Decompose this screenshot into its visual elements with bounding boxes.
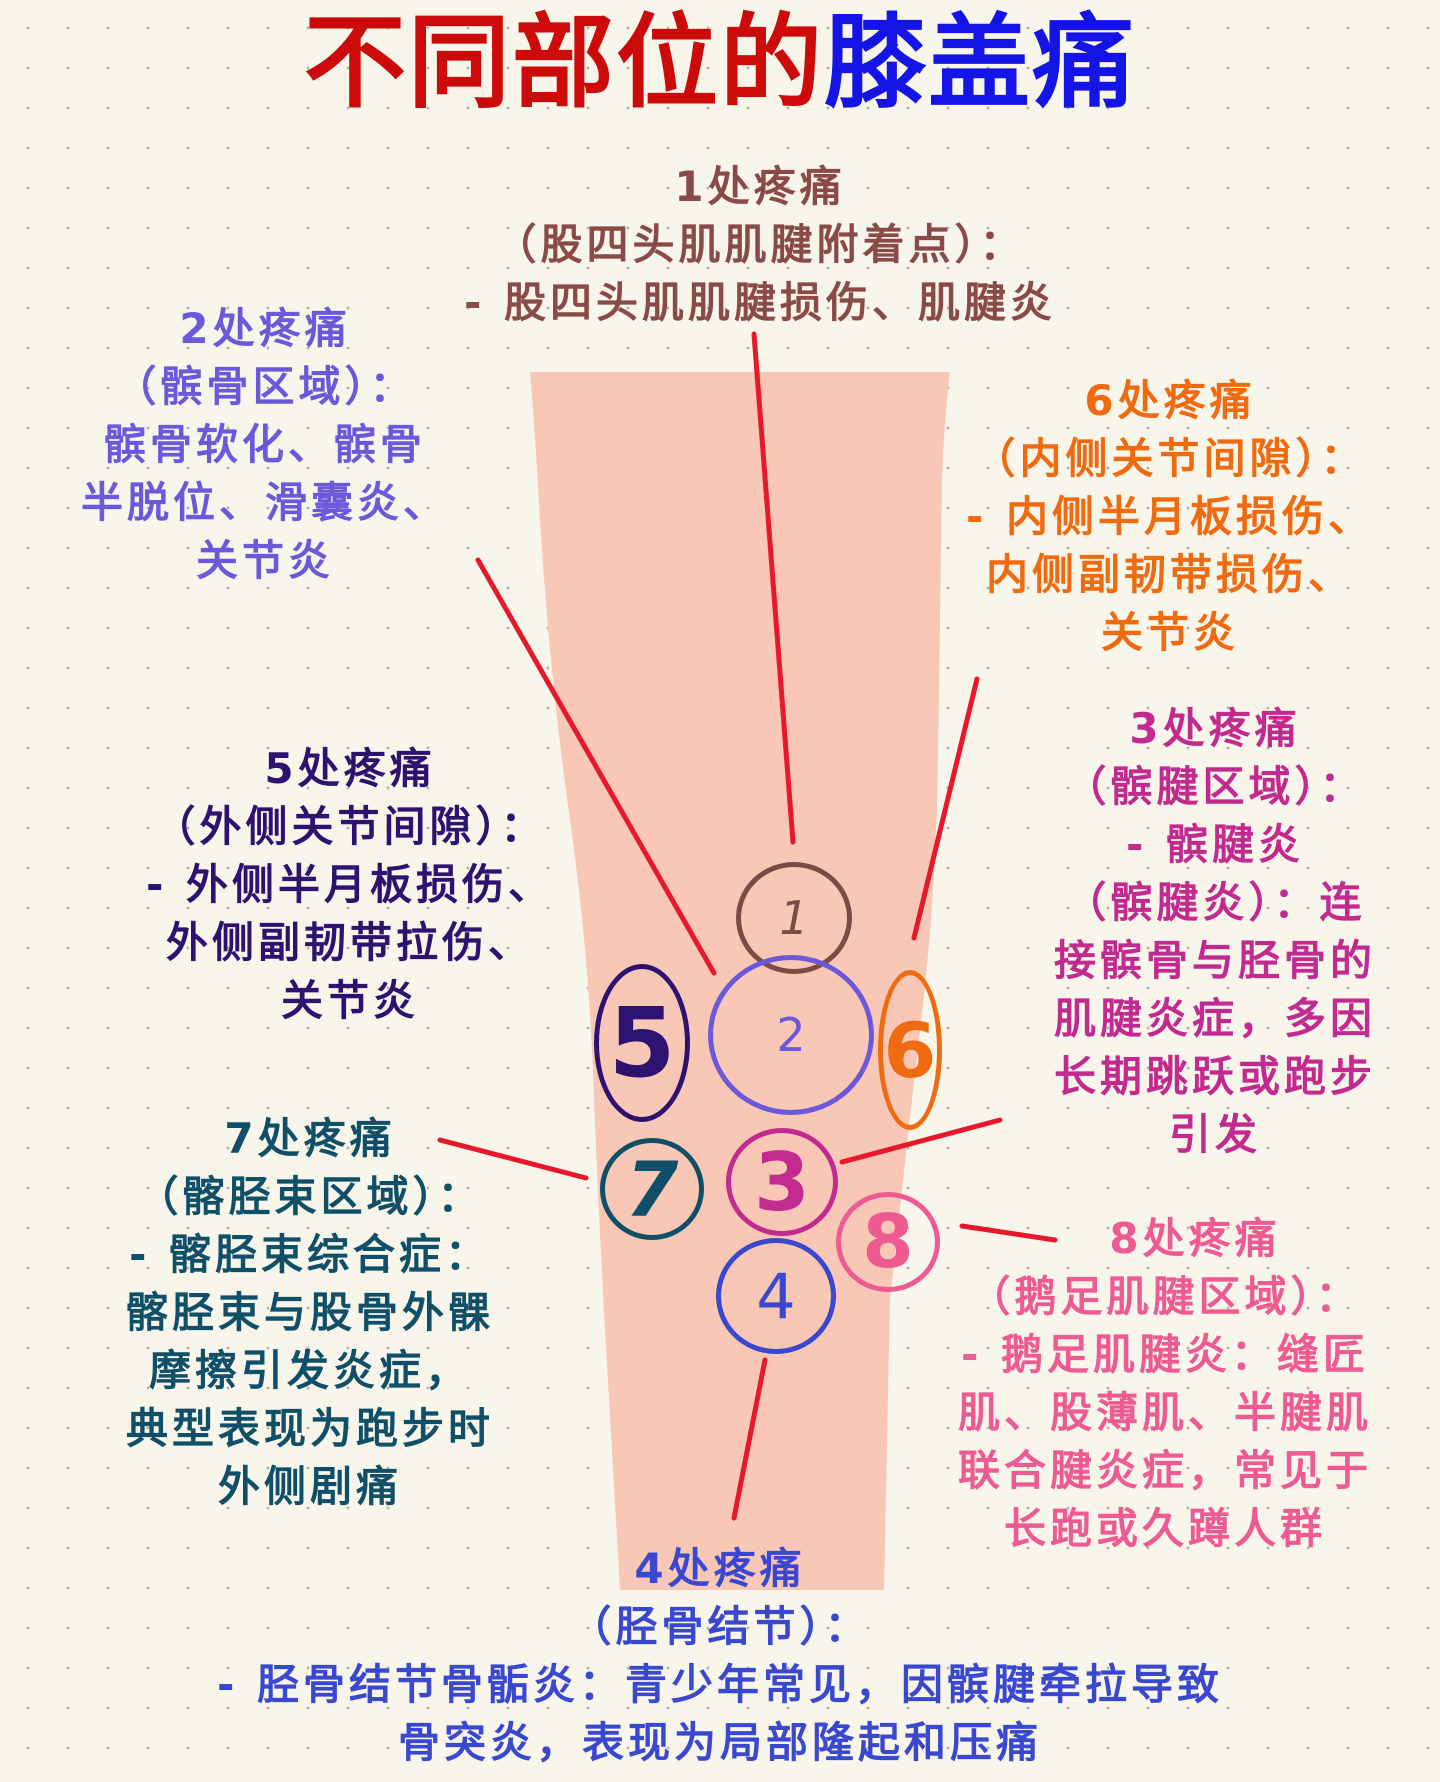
callout-6: 6处疼痛 （内侧关节间隙）： - 内侧半月板损伤、 内侧副韧带损伤、 关节炎 [930,372,1410,662]
callout-5-heading: 5处疼痛 [264,744,436,793]
pointer-line-8 [959,1223,1058,1243]
callout-3-line: - 髌腱炎 [1125,820,1305,869]
callout-6-line: - 内侧半月板损伤、 [965,492,1375,541]
callout-1-line: （股四头肌肌腱附着点）： [494,220,1026,269]
callout-1-line: - 股四头肌肌腱损伤、肌腱炎 [463,278,1057,327]
marker-8[interactable]: 8 [836,1192,940,1292]
marker-1-label: 1 [779,891,809,945]
callout-4-line: - 胫骨结节骨骺炎：青少年常见，因髌腱牵拉导致 [216,1660,1224,1709]
pointer-line-6 [911,676,980,941]
title-part-blue: 膝盖痛 [824,4,1136,123]
marker-7-label: 7 [625,1144,679,1234]
callout-7-line: 典型表现为跑步时 [125,1404,494,1453]
callout-2-line: 髌骨软化、髌骨 [103,420,426,469]
callout-2-line: （髌骨区域）： [114,362,416,411]
callout-3-line: 接髌骨与胫骨的 [1053,936,1376,985]
callout-8-line: - 鹅足肌腱炎：缝匠 [960,1330,1370,1379]
callout-2-line: 半脱位、滑囊炎、 [80,478,449,527]
callout-3-line: 引发 [1168,1110,1261,1159]
callout-8-line: 长跑或久蹲人群 [1003,1504,1326,1553]
pointer-line-2 [475,557,717,976]
marker-8-label: 8 [862,1199,914,1285]
callout-3-line: 长期跳跃或跑步 [1053,1052,1376,1101]
marker-3-label: 3 [754,1135,810,1229]
callout-4-line: 骨突炎，表现为局部隆起和压痛 [397,1718,1042,1767]
callout-4-line: （胫骨结节）： [569,1602,871,1651]
pointer-line-1 [751,331,796,845]
callout-2: 2处疼痛 （髌骨区域）： 髌骨软化、髌骨 半脱位、滑囊炎、 关节炎 [30,300,500,590]
callout-3-line: 肌腱炎症，多因 [1053,994,1376,1043]
marker-6[interactable]: 6 [878,970,942,1130]
callout-1-heading: 1处疼痛 [674,162,846,211]
callout-8-line: （鹅足肌腱区域）： [968,1272,1362,1321]
callout-3-line: （髌腱区域）： [1064,762,1366,811]
callout-3: 3处疼痛 （髌腱区域）： - 髌腱炎 （髌腱炎）：连 接髌骨与胫骨的 肌腱炎症，… [995,700,1435,1164]
marker-4[interactable]: 4 [716,1238,836,1354]
marker-5-label: 5 [608,987,676,1099]
pointer-line-3 [839,1117,1003,1165]
callout-4-heading: 4处疼痛 [634,1544,806,1593]
marker-3[interactable]: 3 [726,1128,838,1236]
callout-2-heading: 2处疼痛 [179,304,351,353]
callout-6-line: 内侧副韧带损伤、 [985,550,1354,599]
callout-4: 4处疼痛 （胫骨结节）： - 胫骨结节骨骺炎：青少年常见，因髌腱牵拉导致 骨突炎… [80,1540,1360,1772]
callout-7-line: （髂胫束区域）： [136,1172,484,1221]
callout-5: 5处疼痛 （外侧关节间隙）： - 外侧半月板损伤、 外侧副韧带拉伤、 关节炎 [90,740,610,1030]
page-title: 不同部位的膝盖痛 [0,4,1440,124]
callout-5-line: 关节炎 [280,976,419,1025]
callout-8-line: 联合腱炎症，常见于 [957,1446,1372,1495]
callout-7-line: 摩擦引发炎症， [148,1346,471,1395]
title-part-red: 不同部位的 [304,4,824,123]
callout-2-line: 关节炎 [195,536,334,585]
callout-8-line: 肌、股薄肌、半腱肌 [957,1388,1372,1437]
callout-7-heading: 7处疼痛 [224,1114,396,1163]
callout-3-heading: 3处疼痛 [1129,704,1301,753]
callout-1: 1处疼痛 （股四头肌肌腱附着点）： - 股四头肌肌腱损伤、肌腱炎 [380,158,1140,332]
marker-6-label: 6 [883,1005,937,1095]
marker-4-label: 4 [756,1259,796,1333]
callout-7-line: 髂胫束与股骨外髁 [125,1288,494,1337]
callout-5-line: （外侧关节间隙）： [153,802,547,851]
callout-5-line: - 外侧半月板损伤、 [145,860,555,909]
pointer-line-7 [437,1137,589,1181]
marker-2-label: 2 [776,1008,806,1062]
pointer-line-4 [731,1357,768,1521]
callout-3-line: （髌腱炎）：连 [1064,878,1366,927]
callout-6-heading: 6处疼痛 [1084,376,1256,425]
marker-5[interactable]: 5 [594,964,690,1122]
callout-8-heading: 8处疼痛 [1109,1214,1281,1263]
pointer-lines [437,331,1058,1521]
marker-2[interactable]: 2 [708,955,874,1115]
callout-6-line: 关节炎 [1100,608,1239,657]
callout-6-line: （内侧关节间隙）： [973,434,1367,483]
callout-7-line: - 髂胫束综合症： [128,1230,492,1279]
callout-7: 7处疼痛 （髂胫束区域）： - 髂胫束综合症： 髂胫束与股骨外髁 摩擦引发炎症，… [70,1110,550,1516]
marker-7[interactable]: 7 [600,1138,704,1240]
callout-8: 8处疼痛 （鹅足肌腱区域）： - 鹅足肌腱炎：缝匠 肌、股薄肌、半腱肌 联合腱炎… [910,1210,1420,1558]
callout-7-line: 外侧剧痛 [217,1462,402,1511]
callout-5-line: 外侧副韧带拉伤、 [165,918,534,967]
